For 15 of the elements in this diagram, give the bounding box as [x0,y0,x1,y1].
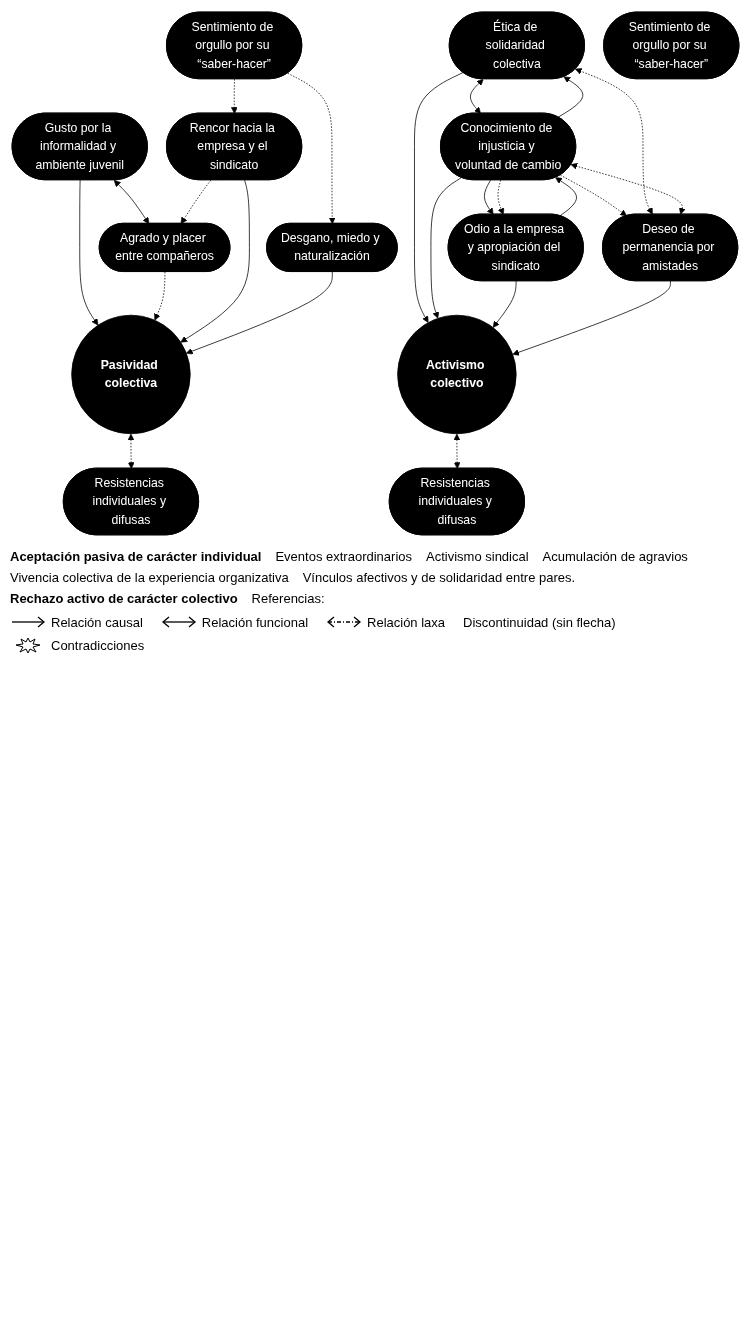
factor-label: Acumulación de agravios [542,548,688,564]
factor-label: Referencias: [251,590,325,606]
factor-label: Vínculos afectivos y de solidaridad entre pares. [302,569,576,585]
node-circle: Activismo colectivo [397,314,517,435]
legend-text: Discontinuidad (sin flecha) [463,614,616,630]
legend-text: Relación funcional [201,614,308,630]
node-circle: Pasividad colectiva [71,314,191,435]
legend-text: Relación causal [51,614,143,630]
legend-text: Contradicciones [51,637,145,653]
factor-label: Eventos extraordinarios [275,548,412,564]
group-heading: Rechazo activo de carácter colectivo [10,590,238,606]
legend-text: Relación laxa [367,614,446,630]
group-heading: Aceptación pasiva de carácter individual [10,548,262,564]
factor-label: Activismo sindical [426,548,529,564]
factor-label: Vivencia colectiva de la experiencia organizativa [10,569,289,585]
